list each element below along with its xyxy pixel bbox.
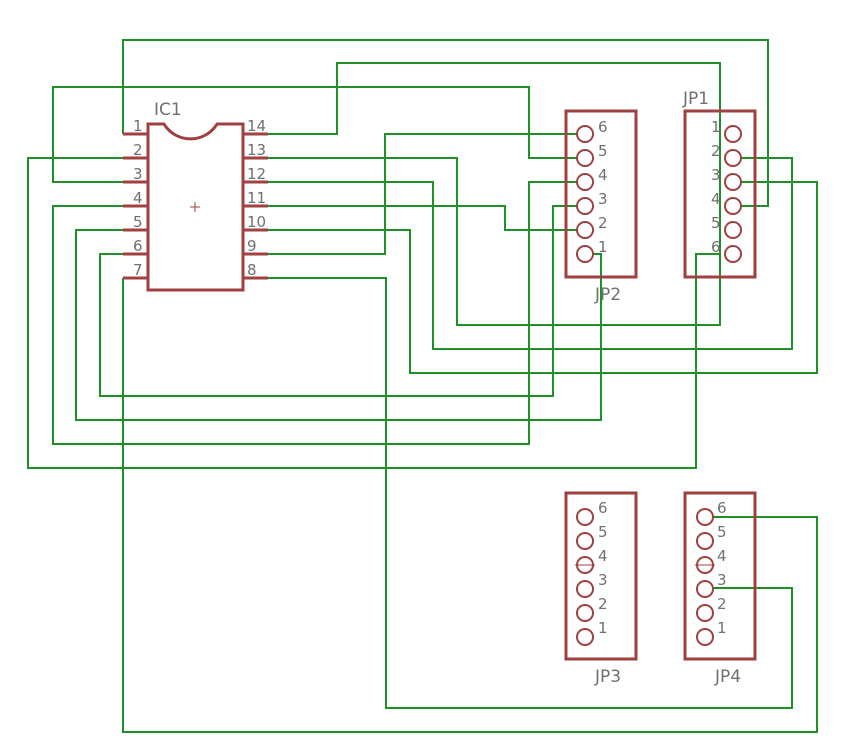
- jp3-pin-label: 6: [598, 499, 608, 517]
- jp2-pad-2[interactable]: [576, 221, 594, 239]
- jp2-name: JP2: [594, 285, 621, 305]
- jp1-pad-2[interactable]: [724, 149, 742, 167]
- ic1-pin-label: 4: [133, 189, 143, 207]
- ic1-pin-label: 6: [133, 237, 143, 255]
- wires: [27, 39, 818, 733]
- jp3-pin-label: 3: [598, 571, 608, 589]
- ic1-pin-label: 5: [133, 213, 143, 231]
- jp4-pad-3[interactable]: [696, 580, 714, 598]
- jp2-pad-4[interactable]: [576, 173, 594, 191]
- wire-ic1-pin2: [27, 157, 720, 469]
- ic1-body: [146, 122, 245, 292]
- wire-ic1-pin9: [243, 133, 585, 255]
- jp1-body: [683, 109, 757, 279]
- jp4-pad-2[interactable]: [696, 604, 714, 622]
- jp1-header[interactable]: 1 2 3 4 5 6 JP1: [682, 89, 757, 279]
- jp4-pad-6[interactable]: [696, 508, 714, 526]
- jp1-pad-3[interactable]: [724, 173, 742, 191]
- jp1-pin-label: 5: [711, 214, 721, 232]
- wire-ic1-pin5: [75, 229, 602, 421]
- jp2-pin-label: 3: [598, 190, 608, 208]
- jp3-pad-5[interactable]: [576, 532, 594, 550]
- jp2-pad-5[interactable]: [576, 149, 594, 167]
- ic1[interactable]: IC1 1 2 3 4 5 6 7 14: [123, 100, 268, 292]
- jp1-pad-5[interactable]: [724, 221, 742, 239]
- jp3-name: JP3: [594, 667, 621, 687]
- jp3-pad-1[interactable]: [576, 628, 594, 646]
- jp4-header[interactable]: 6 5 4 3 2 1 JP4: [683, 491, 757, 687]
- jp4-pad-1[interactable]: [696, 628, 714, 646]
- wire-ic1-pin14: [243, 62, 721, 135]
- jp4-name: JP4: [714, 667, 741, 687]
- ic1-right-pins: 14 13 12 11 10 9 8: [243, 117, 268, 280]
- jp2-body: [564, 109, 638, 279]
- jp3-pad-2[interactable]: [576, 604, 594, 622]
- ic1-pin-label: 7: [133, 261, 143, 279]
- jp3-pad-6[interactable]: [576, 508, 594, 526]
- wire-ic1-pin8: [243, 277, 793, 709]
- wire-ic1-pin12: [243, 157, 793, 350]
- ic1-pin-label: 1: [133, 117, 143, 135]
- jp3-body: [564, 491, 638, 661]
- jp3-pin-label: 5: [598, 523, 608, 541]
- wire-ic1-pin4: [52, 181, 585, 445]
- ic1-pin-label: 11: [247, 189, 266, 207]
- jp2-pin-label: 2: [598, 214, 608, 232]
- jp1-pin-label: 4: [711, 190, 721, 208]
- jp4-body: [683, 491, 757, 661]
- wire-ic1-pin11: [243, 205, 585, 231]
- jp2-pad-3[interactable]: [576, 197, 594, 215]
- jp3-pin-label: 4: [598, 547, 608, 565]
- ic1-pin-label: 2: [133, 141, 143, 159]
- jp1-pin-label: 6: [711, 238, 721, 256]
- jp1-pad-4[interactable]: [724, 197, 742, 215]
- jp4-pad-5[interactable]: [696, 532, 714, 550]
- wire-ic1-pin6: [99, 205, 585, 397]
- jp1-pin-label: 2: [711, 142, 721, 160]
- wire-ic1-pin10: [243, 181, 818, 374]
- ic1-left-pins: 1 2 3 4 5 6 7: [123, 117, 148, 280]
- jp1-pin-label: 3: [711, 166, 721, 184]
- jp2-pad-1[interactable]: [576, 245, 594, 263]
- wire-ic1-pin13: [243, 134, 721, 326]
- jp1-name: JP1: [682, 89, 709, 109]
- wire-ic1-pin7: [122, 278, 818, 733]
- jp3-pin-label: 2: [598, 595, 608, 613]
- wire-ic1-pin3: [52, 86, 585, 183]
- ic1-pin-label: 13: [247, 141, 266, 159]
- ic1-pin-label: 12: [247, 165, 266, 183]
- jp2-pin-label: 6: [598, 118, 608, 136]
- jp2-pin-label: 5: [598, 142, 608, 160]
- ic1-pin-label: 3: [133, 165, 143, 183]
- jp4-pin-label: 5: [717, 523, 727, 541]
- jp4-pin-label: 1: [717, 619, 727, 637]
- jp2-header[interactable]: 6 5 4 3 2 1 JP2: [564, 109, 638, 305]
- jp4-pin-label: 6: [717, 499, 727, 517]
- jp2-pin-label: 1: [598, 238, 608, 256]
- jp1-pin-label: 1: [711, 118, 721, 136]
- jp4-pin-label: 2: [717, 595, 727, 613]
- jp1-pad-1[interactable]: [724, 125, 742, 143]
- ic1-pin-label: 10: [247, 213, 266, 231]
- jp3-pin-label: 1: [598, 619, 608, 637]
- jp2-pad-6[interactable]: [576, 125, 594, 143]
- ic1-pin-label: 9: [247, 237, 257, 255]
- jp4-pin-label: 4: [717, 547, 727, 565]
- jp4-pin-label: 3: [717, 571, 727, 589]
- jp3-pad-3[interactable]: [576, 580, 594, 598]
- jp1-pad-6[interactable]: [724, 245, 742, 263]
- ic1-pin-label: 8: [247, 261, 257, 279]
- ic1-pin-label: 14: [247, 117, 266, 135]
- ic1-name: IC1: [154, 100, 182, 120]
- jp2-pin-label: 4: [598, 166, 608, 184]
- jp3-header[interactable]: 6 5 4 3 2 1 JP3: [564, 491, 638, 687]
